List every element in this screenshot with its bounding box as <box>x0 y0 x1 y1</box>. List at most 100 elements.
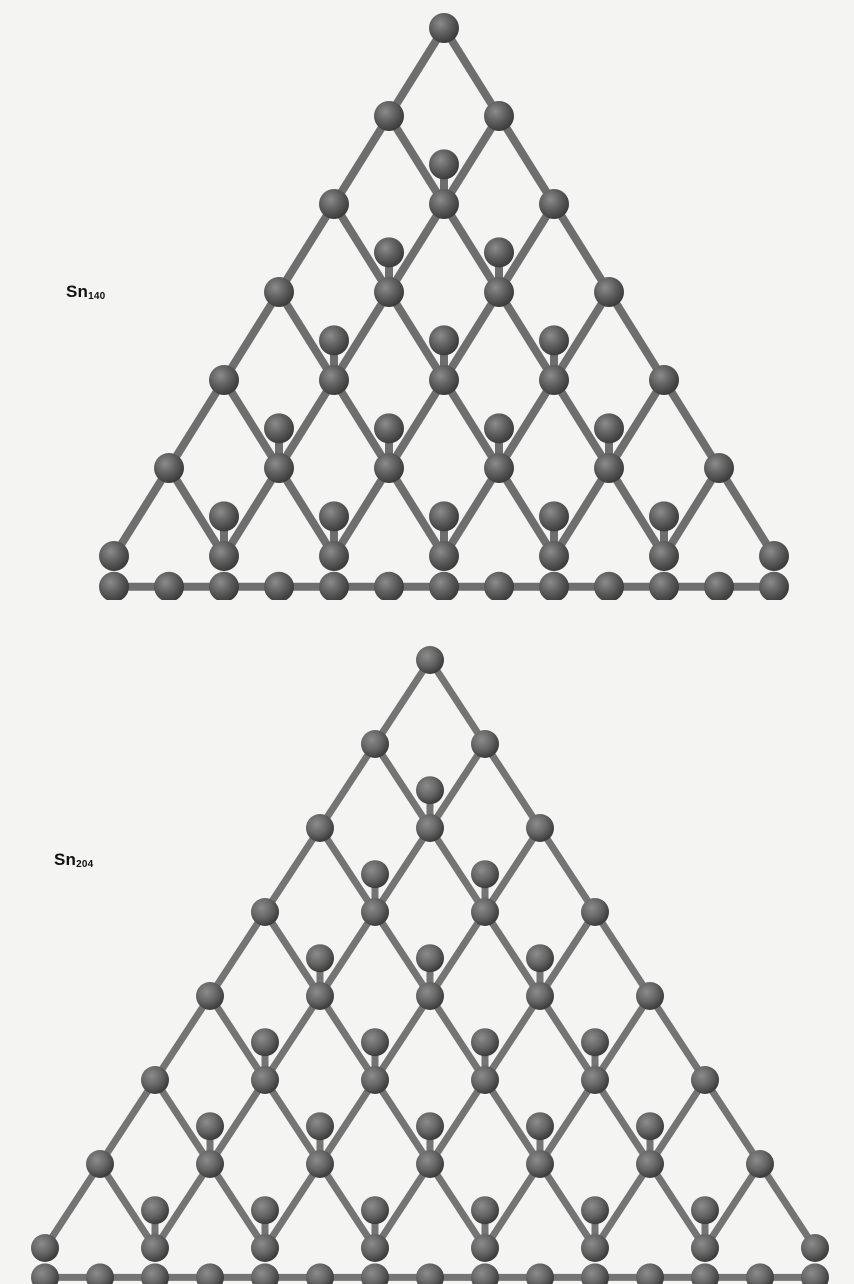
bond <box>151 992 214 1084</box>
tin-atom <box>594 413 624 444</box>
bond <box>261 908 324 1000</box>
tin-atom <box>306 814 334 842</box>
bond <box>165 464 228 560</box>
bond <box>440 24 503 120</box>
cluster-panel-sn140: Sn140 <box>0 0 854 600</box>
bond <box>481 1160 544 1252</box>
atoms-group <box>99 13 789 600</box>
tin-atom <box>319 325 349 356</box>
tin-atom <box>484 101 514 131</box>
bond <box>371 740 434 832</box>
tin-atom <box>209 541 239 571</box>
bond <box>550 464 613 560</box>
bond <box>206 1160 269 1252</box>
tin-atom <box>526 1112 554 1141</box>
bond <box>41 1160 104 1252</box>
tin-atom <box>526 814 554 842</box>
tin-atom <box>471 1263 499 1284</box>
tin-atom <box>251 1263 279 1284</box>
bond <box>316 740 379 832</box>
tin-atom <box>471 1234 499 1262</box>
bond <box>715 464 778 560</box>
bond <box>316 992 379 1084</box>
tin-atom <box>264 277 294 307</box>
bond <box>206 908 269 1000</box>
tin-atom <box>306 944 334 973</box>
tin-atom <box>429 325 459 356</box>
bond <box>371 1160 434 1252</box>
bond <box>756 1160 819 1252</box>
tin-atom <box>264 453 294 483</box>
bond <box>660 376 723 472</box>
tin-atom <box>581 1234 609 1262</box>
tin-atom <box>649 501 679 532</box>
tin-atom <box>319 189 349 219</box>
tin-atom <box>374 237 404 268</box>
bond <box>316 824 379 916</box>
bond <box>481 908 544 1000</box>
bond <box>495 464 558 560</box>
tin-atom <box>416 646 444 674</box>
bond <box>660 464 723 560</box>
tin-atom <box>649 571 679 600</box>
tin-atom <box>691 1234 719 1262</box>
bond <box>385 24 448 120</box>
sn140-cluster-structure <box>99 13 789 600</box>
tin-atom <box>594 277 624 307</box>
tin-atom <box>594 571 624 600</box>
tin-atom <box>141 1263 169 1284</box>
tin-atom <box>416 1150 444 1178</box>
tin-atom <box>704 571 734 600</box>
bond <box>646 1076 709 1168</box>
bond <box>371 656 434 748</box>
bond <box>220 376 283 472</box>
tin-atom <box>361 1028 389 1057</box>
bond <box>481 992 544 1084</box>
tin-atom <box>306 1112 334 1141</box>
tin-atom <box>429 571 459 600</box>
bond <box>151 1160 214 1252</box>
tin-atom <box>416 982 444 1010</box>
sn204-cluster-structure <box>31 646 829 1284</box>
bond <box>426 908 489 1000</box>
tin-atom <box>526 1150 554 1178</box>
tin-atom <box>196 1150 224 1178</box>
tin-atom <box>471 1196 499 1225</box>
bond <box>426 1076 489 1168</box>
bond <box>426 740 489 832</box>
bond <box>440 200 503 296</box>
tin-atom <box>154 571 184 600</box>
tin-atom <box>471 1028 499 1057</box>
bond <box>110 464 173 560</box>
bond <box>96 1076 159 1168</box>
bond <box>371 908 434 1000</box>
tin-atom <box>429 13 459 43</box>
tin-atom <box>581 898 609 926</box>
tin-atom <box>154 453 184 483</box>
bond <box>646 1160 709 1252</box>
tin-atom <box>374 453 404 483</box>
tin-atom <box>251 1028 279 1057</box>
tin-atom <box>416 776 444 805</box>
bond <box>330 464 393 560</box>
tin-atom <box>416 1112 444 1141</box>
bond <box>536 1160 599 1252</box>
tin-atom <box>251 898 279 926</box>
tin-atom <box>429 189 459 219</box>
tin-atom <box>471 860 499 889</box>
bond <box>275 464 338 560</box>
tin-atom <box>251 1196 279 1225</box>
bond <box>591 992 654 1084</box>
bond <box>426 656 489 748</box>
tin-atom <box>361 730 389 758</box>
tin-atom <box>539 541 569 571</box>
bond <box>330 288 393 384</box>
tin-atom <box>141 1196 169 1225</box>
bond <box>550 376 613 472</box>
bond <box>261 1076 324 1168</box>
tin-atom <box>209 571 239 600</box>
tin-atom <box>539 365 569 395</box>
bond <box>330 200 393 296</box>
tin-atom <box>759 541 789 571</box>
tin-atom <box>484 413 514 444</box>
